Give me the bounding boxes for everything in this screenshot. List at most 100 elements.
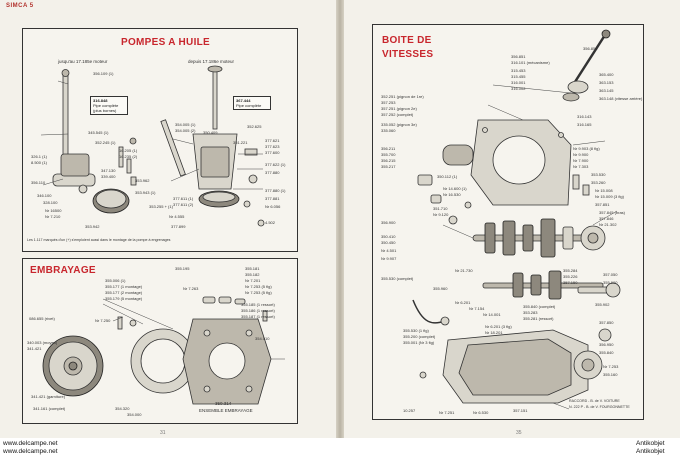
oil-callout-l10: 346.100: [37, 193, 52, 198]
gb-callout-b18: Nr 6.201 (3 fig): [485, 324, 512, 329]
gb-callout-m31: Nr 9.907: [381, 256, 397, 261]
gb-callout-m16: 353.260: [591, 180, 606, 185]
running-head: SIMCA 5: [6, 3, 34, 9]
gb-callout-t0: 356.850: [583, 46, 598, 51]
clutch-caption-ref: 350.314: [215, 401, 232, 406]
oil-callout-r4: 377.623: [265, 144, 280, 149]
gb-callout-b10: 355.226: [563, 274, 578, 279]
gb-callout-t8: 363.153: [599, 80, 614, 85]
gb-callout-b6: 355.840 (complet): [523, 304, 556, 309]
gb-callout-t4: 315.455: [511, 74, 526, 79]
gb-callout-m3: 357.252 (complet): [381, 112, 414, 117]
oil-callout-l0: 356.109 (1): [93, 71, 114, 76]
oil-pump-subtitle-left: jusqu'au 17.185e moteur: [58, 59, 108, 64]
gb-callout-b5: Nr 14.001: [483, 312, 501, 317]
gb-callout-b2: Nr 21.730: [455, 268, 473, 273]
oil-callout-r7: 353.255 + (1): [149, 204, 173, 209]
gb-callout-m9: 355.217: [381, 164, 396, 169]
antikobjet-watermark-1: Antikobjet: [636, 440, 665, 447]
gearbox-title-line1: BOITE DE: [382, 35, 432, 46]
gb-callout-m29: 350.450: [381, 240, 396, 245]
gb-callout-b0: 355.530 (complet): [381, 276, 414, 281]
oil-pump-subtitle-right: depuis 17.186e moteur: [188, 59, 235, 64]
oil-pump-note: Les 1.117 marqués d'un (+) s'emploient a…: [27, 238, 171, 242]
gb-callout-m4: 335.052 (pignon 3e): [381, 122, 417, 127]
clutch-callout-17: 341.421: [27, 346, 42, 351]
gb-callout-m0: 352.251 (pignon de 1re): [381, 94, 424, 99]
gb-callout-b27: 10.257: [403, 408, 416, 413]
oil-callout-l1: 345.545 (1): [88, 130, 109, 135]
gb-callout-t2: 316.101 (mécanisme): [511, 60, 550, 65]
antikobjet-watermark-2: Antikobjet: [636, 448, 665, 455]
oil-callout-l11: 328.100: [43, 200, 58, 205]
oil-callout-l2: 352.245 (1): [95, 140, 116, 145]
delcampe-watermark-1: www.delcampe.net: [3, 440, 58, 447]
oil-callout-l5: 347.130: [101, 168, 116, 173]
gb-callout-t1: 356.851: [511, 54, 526, 59]
gearbox-title-line2: VITESSES: [382, 49, 434, 60]
oil-pump-title: POMPES A HUILE: [121, 37, 211, 48]
right-folio: 35: [516, 430, 522, 436]
oil-pump-tag-left: 316.848 Pipe complète (plus bornes): [90, 96, 128, 115]
oil-callout-l4: 16.235 (2): [119, 154, 138, 159]
gb-callout-b25: Nr 6.530: [473, 410, 489, 415]
oil-callout-l12: Nr 16500: [45, 208, 62, 213]
gb-callout-m10: Nr 9.903 (8 fig): [573, 146, 600, 151]
oil-callout-l13: Nr 7.210: [45, 214, 61, 219]
gb-callout-b8: 355.281 (ressort): [523, 316, 554, 321]
gb-callout-t12: 316.165: [577, 122, 592, 127]
clutch-callout-4: 355.181: [245, 266, 260, 271]
gb-footnote-1: RACCORD - B. de V. VOITURE: [569, 399, 620, 403]
gb-callout-m15: 353.530: [591, 172, 606, 177]
gb-callout-t9: 363.145: [599, 88, 614, 93]
gb-callout-m7: 355.700: [381, 152, 396, 157]
gb-callout-m12: Nr 7.900: [573, 158, 589, 163]
oil-callout-r17: Nr 6.056: [265, 204, 281, 209]
gb-callout-b14: 355.902: [595, 302, 610, 307]
gb-callout-m27: Nr 21.302: [599, 222, 617, 227]
gb-callout-m13: 350.112 (1): [437, 174, 458, 179]
oil-pump-drawing: [40, 65, 265, 227]
gb-callout-m14: Nr 7.303: [573, 164, 589, 169]
clutch-callout-7: Nr 7.253 (5 fig): [245, 284, 272, 289]
oil-callout-r6: 352.625: [247, 124, 262, 129]
gb-callout-t6: 316.002: [511, 86, 526, 91]
gb-callout-b1: 355.960: [433, 286, 448, 291]
gearbox-drawing: [412, 29, 621, 410]
gb-callout-m20: Nr 14.600 (1): [443, 186, 467, 191]
gb-callout-m2: 357.251 (pignon 2e): [381, 106, 417, 111]
oil-callout-r11: 377.899: [171, 224, 186, 229]
book-gutter: [336, 0, 344, 438]
gb-callout-m26: 357.846: [599, 216, 614, 221]
gb-callout-m5: 335.060: [381, 128, 396, 133]
gb-callout-b28: Nr 7.251: [439, 410, 455, 415]
gb-callout-b12: 357.050: [603, 272, 618, 277]
oil-callout-r3: 377.621: [265, 138, 280, 143]
clutch-callout-22: 354.010: [255, 336, 270, 341]
gb-callout-m21: Nr 16.530: [443, 192, 461, 197]
clutch-callout-5: 355.182: [245, 272, 260, 277]
oil-callout-r10: 377.880: [265, 170, 280, 175]
oil-callout-l8: 8.500 (1): [31, 160, 48, 165]
gb-callout-b3: Nr 6.201: [455, 300, 471, 305]
clutch-callout-19: 341.161 (complet): [33, 406, 66, 411]
clutch-callout-15: Nr 7.250: [95, 318, 111, 323]
gb-callout-b26: 357.151: [513, 408, 528, 413]
gearbox-panel: BOITE DE VITESSES: [372, 24, 644, 420]
clutch-drawing: [42, 296, 285, 405]
gb-callout-t7: 365.400: [599, 72, 614, 77]
oil-callout-r16: 377.881: [265, 196, 280, 201]
clutch-callout-0: 355.006 (1): [105, 278, 126, 283]
gb-callout-m11: Nr 9.900: [573, 152, 589, 157]
gb-callout-b11: 357.150: [563, 280, 578, 285]
clutch-callout-6: Nr 7.201: [245, 278, 261, 283]
clutch-callout-18: 341.421 (garniture): [31, 394, 66, 399]
gb-callout-b7: 353.283: [523, 310, 538, 315]
watermark-footer: www.delcampe.net www.delcampe.net Antiko…: [0, 438, 680, 461]
gb-callout-b22: 355.840: [599, 350, 614, 355]
clutch-title: EMBRAYAGE: [30, 265, 96, 276]
clutch-callout-9: 355.195: [175, 266, 190, 271]
gb-callout-b21: 356.950: [599, 342, 614, 347]
oil-callout-l7: 326.1 (1): [31, 154, 48, 159]
gb-callout-b20: 357.850: [599, 320, 614, 325]
